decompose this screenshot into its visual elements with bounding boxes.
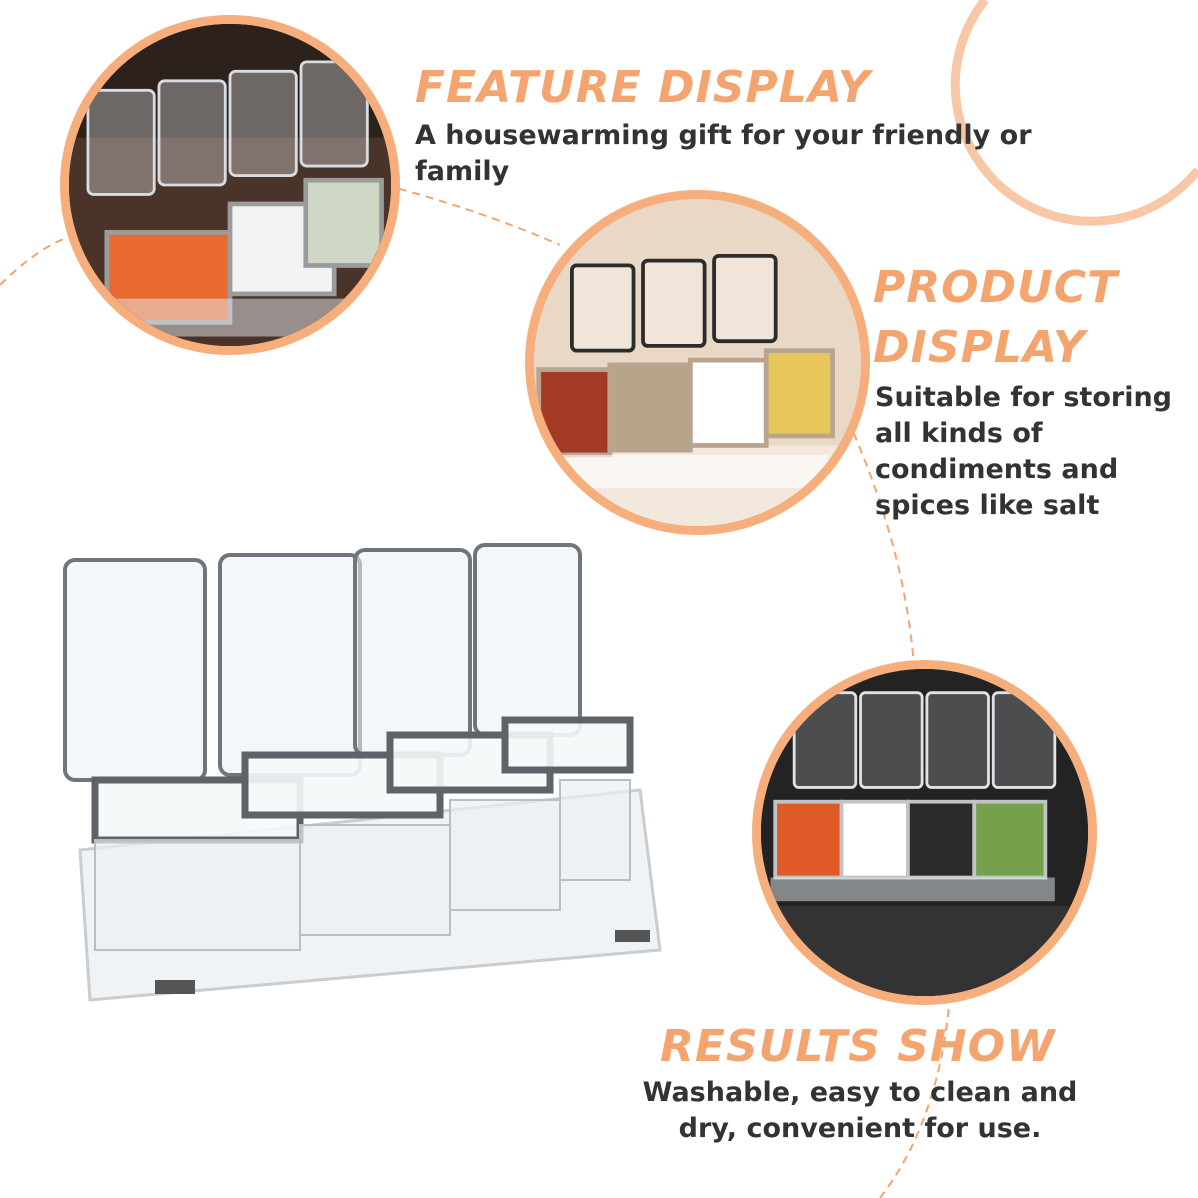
product-desc-line: all kinds of	[875, 418, 1043, 449]
feature-desc-line: A housewarming gift for your friendly or	[415, 120, 1032, 151]
feature-display-heading: FEATURE DISPLAY	[415, 62, 871, 113]
results-desc-line: dry, convenient for use.	[678, 1113, 1042, 1144]
results-show-description: Washable, easy to clean and dry, conveni…	[630, 1075, 1090, 1147]
product-display-heading: PRODUCT DISPLAY	[873, 258, 1118, 378]
feature-photo-image	[69, 24, 391, 346]
results-show-heading: RESULTS SHOW	[660, 1021, 1056, 1072]
results-desc-line: Washable, easy to clean and	[642, 1077, 1078, 1108]
feature-display-description: A housewarming gift for your friendly or…	[415, 118, 1032, 190]
feature-desc-line: family	[415, 156, 510, 187]
product-photo-circle	[525, 190, 870, 535]
product-display-description: Suitable for storing all kinds of condim…	[875, 380, 1172, 524]
product-desc-line: condiments and	[875, 454, 1119, 485]
product-heading-line: DISPLAY	[873, 322, 1086, 373]
main-product-photo	[63, 543, 662, 1002]
product-heading-line: PRODUCT	[873, 262, 1119, 313]
feature-photo-circle	[60, 15, 400, 355]
product-desc-line: Suitable for storing	[875, 382, 1172, 413]
results-photo-image	[761, 669, 1088, 996]
product-desc-line: spices like salt	[875, 490, 1100, 521]
results-photo-circle	[752, 660, 1097, 1005]
product-photo-image	[534, 199, 861, 526]
